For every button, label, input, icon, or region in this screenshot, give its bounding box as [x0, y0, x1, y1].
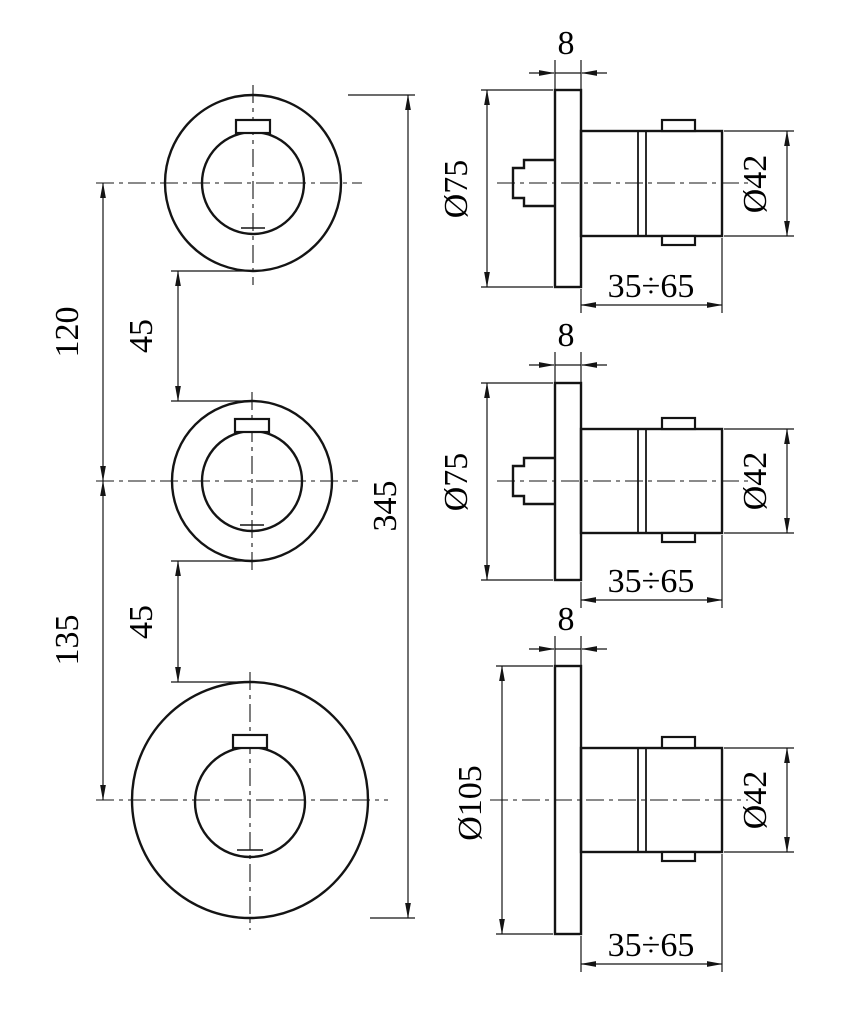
dim-label-depth-range: 35÷65	[608, 563, 695, 600]
handle-tab-bottom	[231, 733, 269, 750]
cartridge-back	[511, 456, 555, 506]
handle-bump-side	[660, 850, 697, 863]
handle-tab-side	[660, 416, 697, 431]
dimension-edge-gap-bottom: 45	[123, 560, 256, 683]
valve-body-side	[579, 129, 724, 238]
dimension-plate-diameter: Ø75	[438, 382, 553, 581]
front-view: 120 135 45 45 345	[49, 85, 415, 930]
dim-label-body-diameter: Ø42	[737, 155, 774, 214]
dimension-edge-gap-top: 45	[123, 270, 257, 402]
dimension-center-spacing-bottom: 135	[49, 480, 106, 801]
wall-plate-side	[553, 88, 583, 289]
dim-label-body-diameter: Ø42	[737, 771, 774, 830]
handle-bump-side	[660, 234, 697, 247]
valve-body-side	[579, 746, 724, 854]
dim-label-body-diameter: Ø42	[737, 452, 774, 511]
dimension-depth-range: 35÷65	[580, 238, 723, 313]
dim-label-plate-diameter: Ø75	[438, 160, 475, 219]
dimension-body-diameter: Ø42	[724, 428, 794, 534]
side-view-bottom: 8 Ø105 Ø42 35÷65	[452, 601, 794, 972]
dim-label-total-345: 345	[367, 481, 404, 532]
dim-label-spacing-120: 120	[49, 307, 86, 358]
dimension-body-diameter: Ø42	[724, 747, 794, 853]
side-view-top: 8 Ø75 Ø42 35÷65	[438, 25, 794, 313]
dim-label-thickness-8: 8	[558, 25, 575, 62]
dimension-plate-diameter: Ø105	[452, 665, 553, 935]
dimension-depth-range: 35÷65	[580, 854, 723, 972]
dim-label-depth-range: 35÷65	[608, 268, 695, 305]
dimension-center-spacing-top: 120	[49, 182, 106, 482]
dim-label-plate-diameter: Ø75	[438, 453, 475, 512]
side-view-middle: 8 Ø75 Ø42 35÷65	[438, 317, 794, 608]
dimension-total-height: 345	[348, 94, 415, 919]
dimension-plate-thickness: 8	[529, 317, 607, 383]
dimension-depth-range: 35÷65	[580, 535, 723, 608]
cartridge-back	[511, 158, 555, 208]
dimension-body-diameter: Ø42	[724, 130, 794, 237]
dim-label-thickness-8: 8	[558, 317, 575, 354]
dim-label-gap-45-top: 45	[123, 319, 160, 353]
dim-label-depth-range: 35÷65	[608, 927, 695, 964]
dim-label-plate-diameter: Ø105	[452, 765, 489, 841]
handle-bump-side	[660, 531, 697, 544]
dim-label-spacing-135: 135	[49, 615, 86, 666]
dim-label-thickness-8: 8	[558, 601, 575, 638]
valve-body-side	[579, 427, 724, 535]
handle-tab-middle	[233, 417, 271, 434]
dim-label-gap-45-bottom: 45	[123, 605, 160, 639]
handle-tab-side	[660, 735, 697, 750]
handle-tab-side	[660, 118, 697, 133]
dimension-plate-thickness: 8	[529, 601, 607, 666]
dimension-plate-diameter: Ø75	[438, 89, 553, 288]
handle-tab-top	[234, 118, 272, 135]
dimension-plate-thickness: 8	[529, 25, 607, 90]
